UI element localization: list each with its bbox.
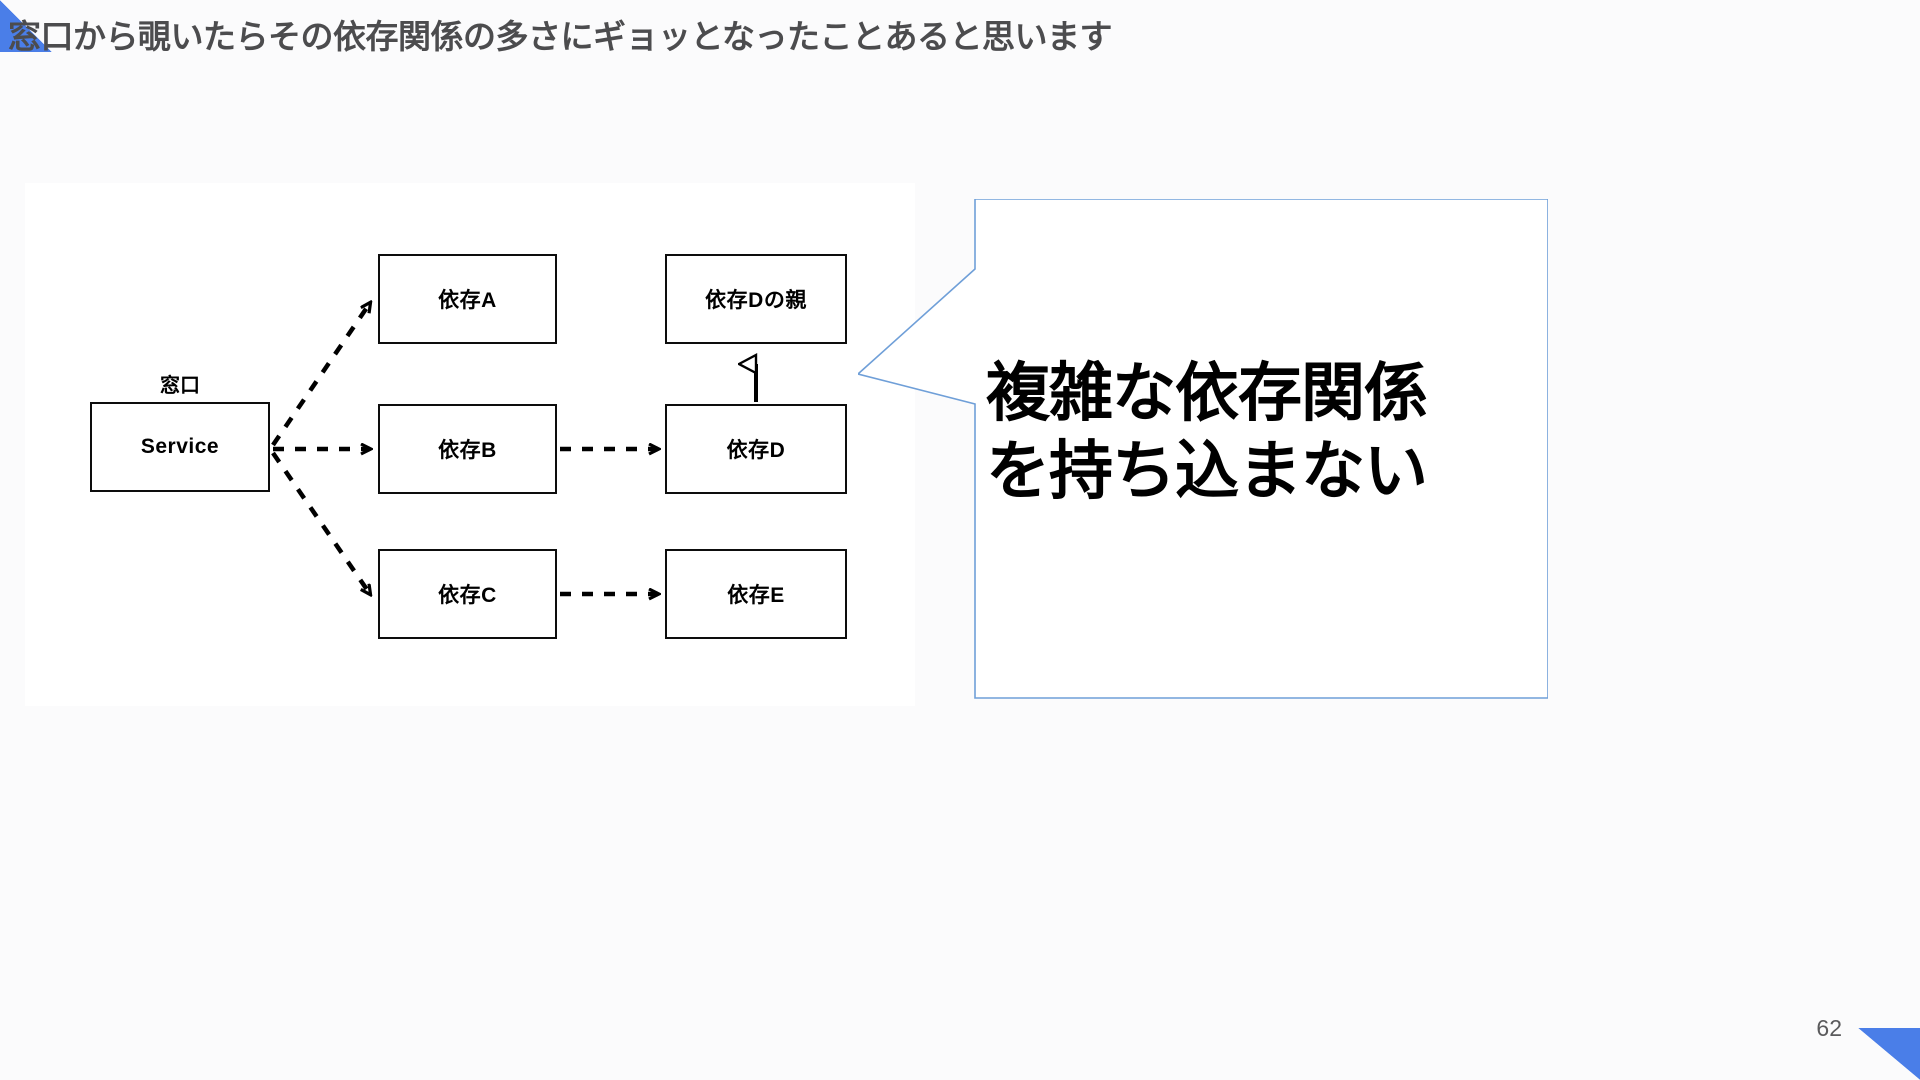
node-dep-b-label: 依存B xyxy=(438,439,497,462)
node-service[interactable]: Service xyxy=(90,402,270,492)
page-title: 窓口から覗いたらその依存関係の多さにギョッとなったことあると思います xyxy=(8,18,1113,55)
callout-line-1: 複雑な依存関係 xyxy=(986,357,1428,429)
callout: 複雑な依存関係 を持ち込まない xyxy=(858,199,1548,699)
node-dep-a-label: 依存A xyxy=(438,289,497,312)
node-dep-c[interactable]: 依存C xyxy=(378,549,557,639)
corner-accent-bottom-right xyxy=(1858,1028,1920,1080)
edge-service-to-dep-c xyxy=(271,451,370,594)
callout-text: 複雑な依存関係 を持ち込まない xyxy=(986,354,1526,510)
callout-outline xyxy=(858,199,1548,699)
page-number: 62 xyxy=(1816,1015,1842,1041)
node-dep-e[interactable]: 依存E xyxy=(665,549,847,639)
diagram-edges-svg xyxy=(271,183,758,706)
corner-accent-top-left xyxy=(0,0,52,52)
node-dep-d-label: 依存D xyxy=(726,439,786,462)
edge-service-to-dep-a xyxy=(271,303,370,447)
node-dep-d-parent-label: 依存Dの親 xyxy=(705,289,807,312)
diagram-panel: 窓口 Service 依存A 依存B 依存C 依存Dの親 依存D 依存E xyxy=(25,183,915,706)
node-dep-c-label: 依存C xyxy=(438,584,497,607)
node-dep-e-label: 依存E xyxy=(727,584,785,607)
node-dep-a[interactable]: 依存A xyxy=(378,254,557,344)
node-service-label: Service xyxy=(140,435,220,458)
callout-shape xyxy=(858,199,1548,699)
node-dep-d[interactable]: 依存D xyxy=(665,404,847,494)
callout-line-2: を持ち込まない xyxy=(986,435,1428,508)
node-dep-b[interactable]: 依存B xyxy=(378,404,557,494)
label-madoguchi: 窓口 xyxy=(160,375,200,397)
node-dep-d-parent[interactable]: 依存Dの親 xyxy=(665,254,847,344)
